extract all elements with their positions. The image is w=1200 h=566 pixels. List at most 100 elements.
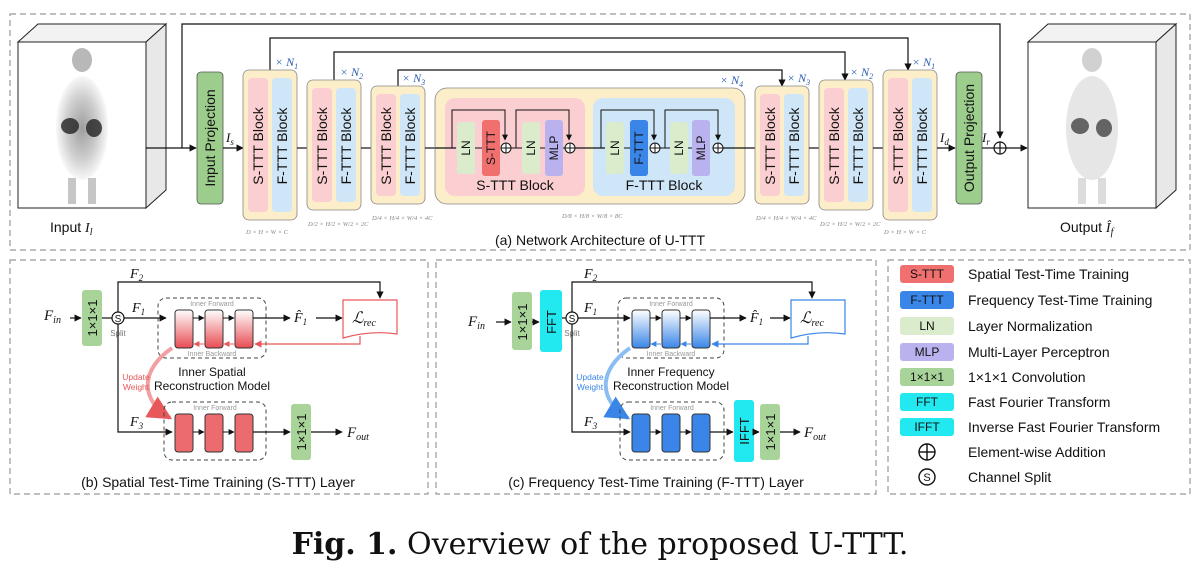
fft-label: FFT [544, 310, 559, 334]
output-volume [1026, 22, 1178, 210]
legend-chip-label: S [923, 472, 930, 484]
decoder-stage-2: S-TTT Block F-TTT Block [818, 79, 874, 211]
inner-layer [691, 309, 711, 349]
f2-label: F2 [583, 267, 598, 283]
f1-label: F1 [131, 301, 145, 317]
fft-block [540, 290, 562, 352]
mlp-block [545, 120, 563, 176]
inner-layer-updated [631, 413, 651, 453]
ln-label: LN [608, 140, 622, 155]
s-ttt-block-label: S-TTT Block [314, 106, 330, 185]
legend-text: Multi-Layer Perceptron [968, 344, 1110, 360]
legend-chip-sttt [900, 265, 954, 283]
legend-chip-label: LN [919, 319, 934, 333]
ln-block [522, 122, 540, 174]
encoder-stage-1: S-TTT Block F-TTT Block [242, 69, 298, 221]
n2-label-decoder: × N2 [850, 65, 873, 81]
legend-text: Channel Split [968, 469, 1051, 485]
f-out-label: Fout [803, 425, 826, 443]
dim-label-1: D × H × W × C [245, 229, 289, 236]
f1-hat-label: F̂1 [293, 310, 307, 327]
encoder-stage-2: S-TTT Block F-TTT Block [306, 79, 362, 211]
inner-layer [661, 309, 681, 349]
inner-model-frame [157, 297, 267, 359]
input-volume [16, 22, 168, 210]
ir-label: Ir [981, 130, 990, 147]
panel-a-caption: (a) Network Architecture of U-TTT [495, 232, 705, 248]
legend-text: Layer Normalization [968, 318, 1093, 334]
inner-backward-label: Inner Backward [647, 351, 696, 358]
s-ttt-inner-block [482, 120, 500, 176]
input-projection-block [196, 71, 224, 205]
ln-label: LN [672, 140, 686, 155]
mlp-label: MLP [547, 136, 561, 161]
s-ttt-block-label: S-TTT Block [250, 106, 266, 185]
f-ttt-block-label: F-TTT Block [274, 107, 290, 185]
n3-label-decoder: × N3 [787, 71, 810, 87]
conv-block [82, 290, 102, 346]
legend-chip-conv [900, 368, 954, 386]
legend: S-TTT Spatial Test-Time Training F-TTT F… [900, 265, 1160, 486]
is-label: Is [225, 130, 234, 147]
inner-backward-label: Inner Backward [188, 351, 237, 358]
ifft-block [734, 400, 754, 462]
legend-chip-label: F-TTT [910, 293, 944, 307]
ln-block [606, 122, 624, 174]
inner-layer-updated [661, 413, 681, 453]
inner-model-frame-bottom [163, 401, 267, 461]
inner-model-frame [617, 297, 725, 359]
split-icon [918, 468, 936, 486]
loss-box [342, 299, 398, 339]
legend-chip-fttt [900, 291, 954, 309]
n3-label: × N3 [402, 71, 425, 87]
loss-box [790, 299, 846, 339]
legend-text: Frequency Test-Time Training [968, 292, 1152, 308]
decoder-stage-3: S-TTT Block F-TTT Block [754, 85, 810, 205]
legend-chip-ifft [900, 418, 954, 436]
figure-caption: Fig. 1. Overview of the proposed U-TTT. [292, 527, 909, 562]
f3-label: F3 [583, 415, 598, 431]
inner-forward-label: Inner Forward [190, 301, 234, 308]
f-in-label: Fin [43, 308, 61, 326]
f1-hat-label: F̂1 [749, 310, 763, 327]
inner-layer-updated [691, 413, 711, 453]
inner-layer-updated [204, 413, 224, 453]
panel-c-caption: (c) Frequency Test-Time Training (F-TTT)… [508, 474, 804, 490]
conv-block [760, 404, 780, 460]
update-weight-arrow [145, 346, 174, 420]
legend-text: 1×1×1 Convolution [968, 369, 1086, 385]
conv-label: 1×1×1 [515, 304, 530, 341]
inner-layer [174, 309, 194, 349]
f-ttt-block-label: F-TTT Block [338, 107, 354, 185]
legend-chip-ln [900, 317, 954, 335]
inner-layer-updated [174, 413, 194, 453]
ln-block [670, 122, 688, 174]
mlp-block [692, 120, 710, 176]
inner-layer [204, 309, 224, 349]
f-ttt-block-caption: F-TTT Block [626, 177, 704, 193]
f-ttt-inner-label: F-TTT [632, 131, 646, 165]
n1-label-decoder: × N1 [912, 55, 935, 71]
legend-chip-label: FFT [916, 395, 939, 409]
ln-label: LN [459, 140, 473, 155]
f-ttt-block-label: F-TTT Block [402, 107, 418, 185]
inner-layer [631, 309, 651, 349]
output-label: Output Îf [1060, 219, 1115, 238]
inner-forward-label: Inner Forward [193, 405, 237, 412]
input-projection-label: Input Projection [202, 89, 218, 186]
s-ttt-block-label: S-TTT Block [890, 106, 906, 185]
legend-text: Fast Fourier Transform [968, 394, 1110, 410]
inner-layer-updated [234, 413, 254, 453]
loss-label: ℒrec [800, 310, 824, 329]
loss-label: ℒrec [352, 310, 376, 329]
f-in-label: Fin [467, 314, 485, 332]
s-ttt-inner-label: S-TTT [484, 130, 498, 165]
legend-text: Inverse Fast Fourier Transform [968, 419, 1160, 435]
input-label: Input Il [50, 219, 93, 238]
legend-text: Element-wise Addition [968, 444, 1106, 460]
dim-label-2-decoder: D/2 × H/2 × W/2 × 2C [819, 221, 881, 228]
f-out-label: Fout [346, 425, 369, 443]
